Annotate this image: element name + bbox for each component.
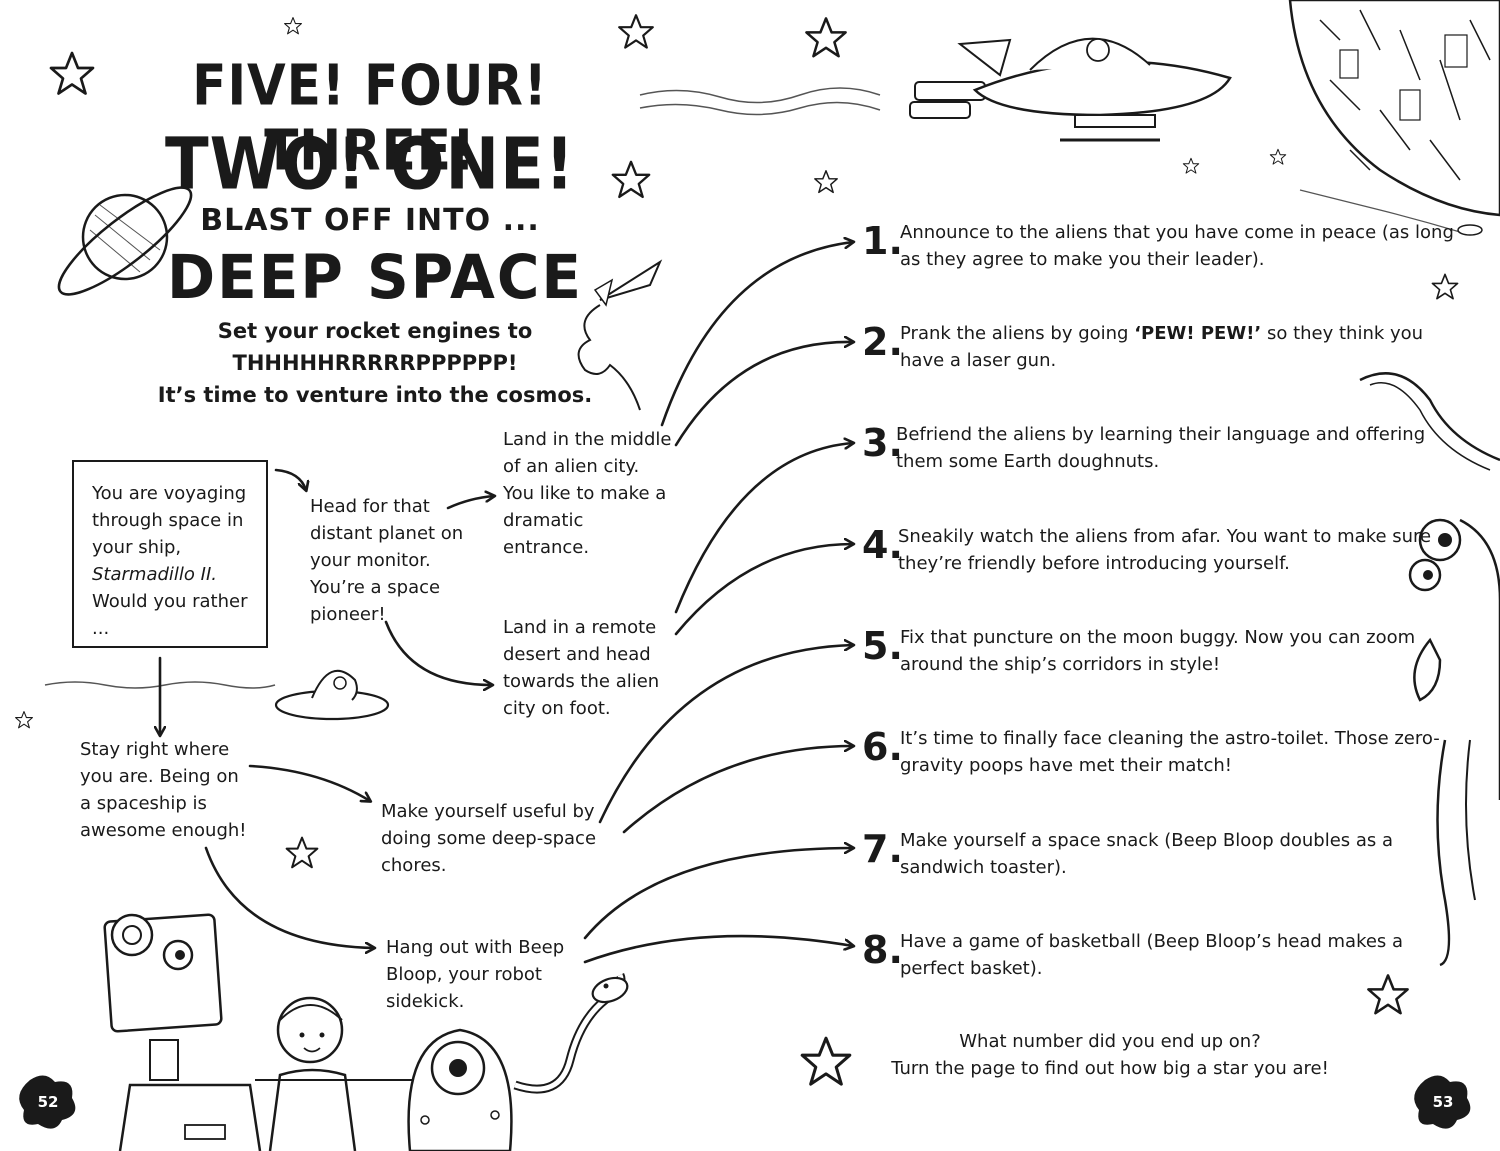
outcome-5: 5. Fix that puncture on the moon buggy. … (862, 624, 1462, 684)
robot-icon (103, 913, 262, 1151)
outcome-4: 4. Sneakily watch the aliens from afar. … (862, 523, 1462, 583)
outcome-3: 3. Befriend the aliens by learning their… (862, 421, 1462, 481)
page-number-left: 52 (37, 1093, 59, 1111)
spaceship-icon (639, 37, 1232, 142)
title-deep-space: DEEP SPACE (166, 241, 584, 313)
ufo-alien-icon (44, 669, 390, 721)
footer-line-1: What number did you end up on? (959, 1031, 1261, 1052)
kid-astronaut-icon (255, 996, 420, 1151)
ship-name: Starmadillo II. (92, 564, 217, 585)
outcome-text: Make yourself a space snack (Beep Bloop … (900, 830, 1394, 878)
start-box: You are voyaging through space in your s… (72, 460, 268, 648)
outcome-number: 2. (862, 320, 903, 364)
outcome-2: 2. Prank the aliens by going ‘PEW! PEW!’… (862, 320, 1462, 380)
outcome-text-pre: Prank the aliens by going (900, 323, 1135, 344)
outcome-text: Have a game of basketball (Beep Bloop’s … (900, 931, 1404, 979)
outcome-6: 6. It’s time to finally face cleaning th… (862, 725, 1462, 785)
outcome-8: 8. Have a game of basketball (Beep Bloop… (862, 928, 1462, 988)
ringed-planet-icon (57, 186, 193, 296)
page-number-right: 53 (1432, 1093, 1454, 1111)
outcome-number: 1. (862, 219, 903, 263)
intro-line-3: It’s time to venture into the cosmos. (157, 383, 593, 407)
intro-text: Set your rocket engines to THHHHHRRRRRPP… (140, 315, 610, 411)
star-icon (49, 51, 95, 95)
star-icon (800, 1036, 852, 1086)
title-line-3: BLAST OFF INTO ... (200, 203, 540, 238)
outcome-number: 3. (862, 421, 903, 465)
flow-arrows (160, 242, 853, 964)
star-icon (805, 17, 847, 58)
intro-line-2: THHHHHRRRRRPPPPPP! (232, 351, 518, 375)
outcome-text: Prank the aliens by going ‘PEW! PEW!’ so… (900, 320, 1460, 374)
outcome-number: 6. (862, 725, 903, 769)
pew-pew-text: ‘PEW! PEW!’ (1134, 323, 1262, 344)
star-icon (814, 170, 838, 194)
page-number-splat-right (1414, 1075, 1471, 1129)
choice-land-desert: Land in a remote desert and head towards… (503, 617, 660, 719)
intro-line-1: Set your rocket engines to (217, 319, 533, 343)
star-icon (1269, 148, 1287, 165)
outcome-number: 4. (862, 523, 903, 567)
choice-stay: Stay right where you are. Being on a spa… (80, 739, 247, 841)
footer-line-2: Turn the page to find out how big a star… (891, 1058, 1329, 1079)
snake-icon (513, 972, 629, 1094)
outcome-1: 1. Announce to the aliens that you have … (862, 219, 1462, 279)
cyclops-alien-icon (407, 1028, 513, 1151)
rocket-icon (577, 259, 663, 411)
choice-chores: Make yourself useful by doing some deep-… (381, 801, 597, 876)
page-number-splat-left (19, 1075, 76, 1129)
star-icon (284, 17, 302, 35)
outcome-text: Sneakily watch the aliens from afar. You… (898, 526, 1432, 574)
choice-hangout: Hang out with Beep Bloop, your robot sid… (386, 937, 565, 1012)
city-planet-icon (1288, 0, 1500, 236)
choice-head-planet: Head for that distant planet on your mon… (310, 496, 464, 625)
star-icon (285, 836, 319, 869)
outcome-text: Befriend the aliens by learning their la… (896, 424, 1426, 472)
star-icon (15, 711, 33, 729)
outcome-text: It’s time to finally face cleaning the a… (900, 728, 1440, 776)
outcome-number: 8. (862, 928, 903, 972)
star-icon (1182, 157, 1200, 174)
star-icon (618, 14, 654, 49)
outcome-text-post: so they think you have a laser gun. (900, 323, 1424, 371)
alien-creature-icon (1408, 518, 1500, 967)
outcome-number: 7. (862, 827, 903, 871)
title-line-1: FIVE! FOUR! THREE! (192, 53, 548, 183)
outcome-number: 5. (862, 624, 903, 668)
choice-land-city: Land in the middle of an alien city. You… (503, 429, 672, 558)
outcome-text: Announce to the aliens that you have com… (900, 222, 1454, 270)
title-line-2: TWO! ONE! (165, 123, 575, 207)
outcome-7: 7. Make yourself a space snack (Beep Blo… (862, 827, 1462, 887)
start-box-text: You are voyaging through space in your s… (92, 483, 247, 558)
start-box-question: Would you rather ... (92, 591, 248, 639)
footer-prompt: What number did you end up on? Turn the … (860, 1028, 1360, 1082)
outcome-text: Fix that puncture on the moon buggy. Now… (900, 627, 1416, 675)
alien-tentacle-icon (1359, 372, 1500, 471)
